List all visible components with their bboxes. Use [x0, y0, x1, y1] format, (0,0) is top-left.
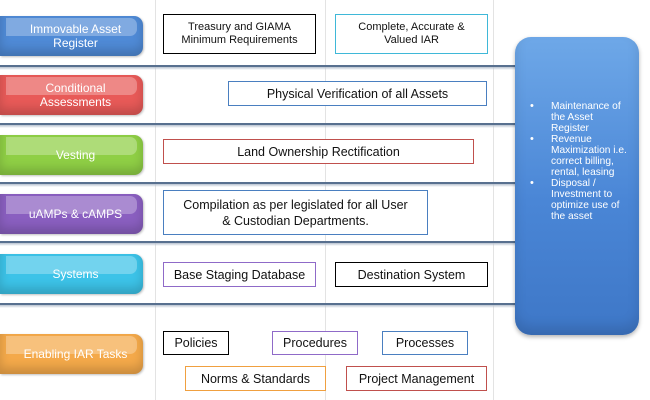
processes-box: Processes — [382, 331, 468, 355]
outcomes-list: Maintenance of the Asset Register Revenu… — [521, 101, 633, 222]
row-label-uamps-camps: uAMPs & cAMPS — [0, 194, 143, 234]
grid-line — [493, 0, 494, 400]
outcome-item-revenue: Revenue Maximization i.e. correct billin… — [521, 134, 633, 178]
band-separator — [0, 182, 516, 187]
band-separator — [0, 303, 516, 308]
outcome-item-disposal: Disposal / Investment to optimize use of… — [521, 178, 633, 222]
row-label-enabling-iar-tasks: Enabling IAR Tasks — [0, 334, 143, 374]
treasury-giama-box: Treasury and GIAMA Minimum Requirements — [163, 14, 316, 54]
land-ownership-box: Land Ownership Rectification — [163, 139, 474, 164]
policies-box: Policies — [163, 331, 229, 355]
destination-system-box: Destination System — [335, 262, 488, 287]
physical-verification-box: Physical Verification of all Assets — [228, 81, 487, 106]
norms-standards-box: Norms & Standards — [185, 366, 326, 391]
row-label-immovable-asset-register: Immovable Asset Register — [0, 16, 143, 56]
base-staging-database-box: Base Staging Database — [163, 262, 316, 287]
row-label-systems: Systems — [0, 254, 143, 294]
band-separator — [0, 123, 516, 128]
complete-iar-box: Complete, Accurate & Valued IAR — [335, 14, 488, 54]
asset-register-outcomes-panel: Maintenance of the Asset Register Revenu… — [515, 37, 639, 335]
outcome-item-maintenance: Maintenance of the Asset Register — [521, 101, 633, 134]
band-separator — [0, 241, 516, 246]
procedures-box: Procedures — [272, 331, 358, 355]
row-label-vesting: Vesting — [0, 135, 143, 175]
band-separator — [0, 65, 516, 70]
grid-line — [155, 0, 156, 400]
row-label-conditional-assessments: Conditional Assessments — [0, 75, 143, 115]
compilation-box: Compilation as per legislated for all Us… — [163, 190, 428, 235]
project-management-box: Project Management — [346, 366, 487, 391]
